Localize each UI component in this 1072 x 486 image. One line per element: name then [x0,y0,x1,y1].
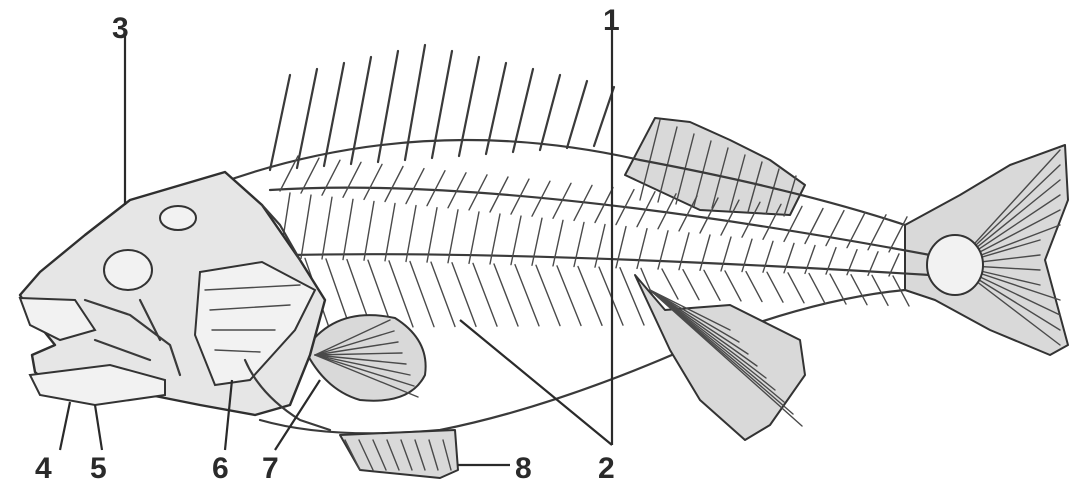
label-2: 2 [598,452,615,485]
neural-spine [427,171,445,206]
neural-spine [343,162,361,197]
vertebra-link [574,222,584,266]
vertebra-link [658,231,668,269]
neural-spine [406,169,424,204]
dorsal-spine [567,81,587,148]
vertebra-link [406,206,416,262]
haemal-spine [851,275,867,305]
vertebra-link [301,195,311,258]
haemal-spine [725,271,741,301]
rib [494,264,518,326]
vertebra-link [637,229,647,269]
dorsal-spine [432,51,452,158]
body-outline [215,140,983,433]
rib [410,261,434,326]
rib [473,263,497,326]
rib [515,265,539,326]
haemal-spine [872,275,888,305]
leader-4 [60,402,70,450]
vertebra-link [763,241,773,272]
neural-spine [826,211,844,246]
vertebra-link [532,218,542,265]
ribs [280,156,909,328]
dorsal-spine [513,69,533,152]
label-3: 3 [112,12,129,45]
haemal-spine [809,273,825,303]
rib [452,263,476,327]
vertebra-link [700,235,710,270]
vertebra-link [511,216,521,265]
rib [326,259,350,327]
label-6: 6 [212,452,229,485]
vertebra-link [322,197,332,259]
vertebra-link [385,204,395,261]
label-7: 7 [262,452,279,485]
label-4: 4 [35,452,52,485]
haemal-spine [788,273,804,303]
rib [431,262,455,326]
neural-spine [805,209,823,244]
label-8: 8 [515,452,532,485]
rib [620,268,644,325]
vertebra-link [721,237,731,271]
vertebra-link [679,233,689,270]
haemal-spine [767,272,783,302]
dorsal-spine [270,75,290,170]
vertebra-link [364,201,374,260]
skull [20,172,330,430]
vertebra-link [343,199,353,259]
haemal-spine [662,269,678,299]
label-5: 5 [90,452,107,485]
label-1: 1 [603,4,620,37]
haemal-spine [746,272,762,302]
dorsal-spiny-fin [270,45,614,170]
vertebra-link [616,227,626,268]
anal-fin [340,430,458,478]
rib [536,265,560,325]
leader-5 [95,405,102,450]
neural-spine [385,167,403,202]
vertebra-link [784,243,794,272]
vertebra-link [595,225,605,268]
eye-orbit [104,250,152,290]
tail-fin [905,145,1068,355]
rib [557,266,581,326]
haemal-spine [683,270,699,300]
leader-2 [460,320,612,445]
dorsal-soft-fin [625,118,805,216]
dorsal-spine [297,69,317,168]
haemal-spine [704,270,720,300]
vertebra-link [742,239,752,271]
dorsal-spine [540,75,560,150]
pectoral-fin [305,315,426,401]
rib [578,267,602,326]
neural-spine [364,164,382,199]
vertebra-link [553,220,563,266]
